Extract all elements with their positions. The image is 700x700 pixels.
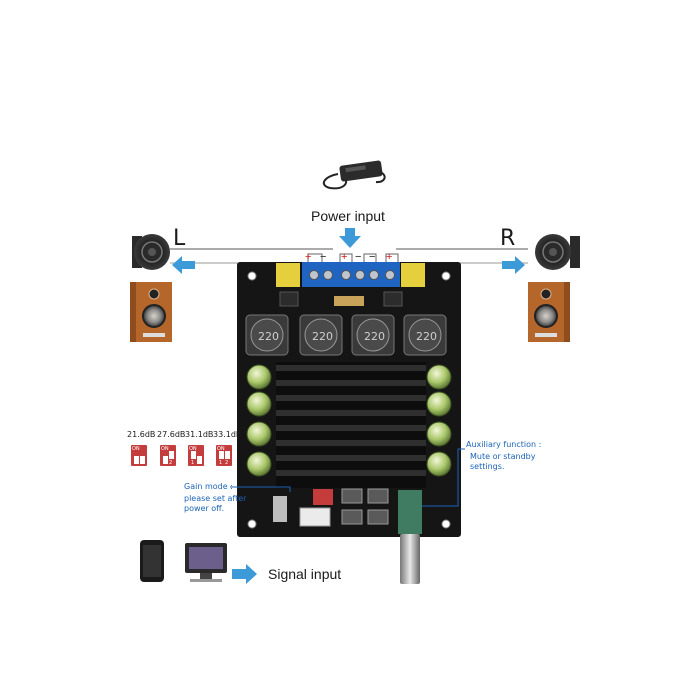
smd-component [341,488,363,504]
terminal-screws [309,270,395,280]
right-film-capacitor [401,263,425,287]
smd-component [367,509,389,525]
volume-potentiometer [398,490,422,534]
right-speaker-driver-icon [535,234,580,270]
inductor-label: 220 [364,330,385,343]
inductors [245,314,447,356]
smartphone-icon [140,540,164,582]
left-film-capacitor [276,263,300,287]
smd-component [367,488,389,504]
polarity-plus: + [386,251,393,263]
right-cabinet-speaker-icon [528,282,570,342]
gain-mode-desc-2: power off. [184,504,225,513]
dip-on-label: ON [132,446,140,452]
amplifier-board: 220 220 220 220 [237,262,461,537]
gain-dip-switch: ON 1 2 [160,445,176,466]
dip-toggle [140,456,145,464]
volume-knob[interactable] [400,534,420,584]
right-ic-chip [383,291,403,307]
right-channel-label: R [500,226,516,251]
inductor-label: 220 [416,330,437,343]
polarity-minus: − [369,251,376,263]
dip-on-label: ON [161,446,169,452]
polarity-minus: − [320,251,327,263]
dip-toggle [134,456,139,464]
dip-switch-number: 1 [163,460,167,466]
gain-dip-switch: ON 1 2 [216,445,232,466]
inductor-label: 220 [312,330,333,343]
gain-mode-desc-1: please set after [184,494,247,503]
gain-mode-title: Gain mode : [184,482,233,491]
dip-on-label: ON [189,446,197,452]
dip-switch-number: 1 [191,460,195,466]
onboard-gain-dip [313,489,333,505]
aux-function-desc-1: Mute or standby [470,452,536,461]
callout-lines [230,448,465,507]
gain-option-db: 27.6dB [157,430,186,439]
dip-toggle [169,451,174,459]
power-input-label: Power input [311,208,385,224]
polarity-plus: + [341,251,348,263]
dip-toggle [219,451,224,459]
aux-function-title: Auxiliary function : [466,440,542,449]
power-arrow-icon [339,228,361,248]
power-adapter-icon [322,160,386,190]
dip-switch-number: 2 [169,460,173,466]
white-header-connector [299,507,331,527]
center-chip [334,296,364,306]
dip-switch-number: 2 [140,460,144,466]
left-ic-chip [279,291,299,307]
inductor-label: 220 [258,330,279,343]
gain-dip-switch: ON 1 2 [188,445,204,466]
dip-switch-number: 1 [134,460,138,466]
left-cabinet-speaker-icon [130,282,172,342]
dip-on-label: ON [217,446,225,452]
dip-switch-number: 2 [225,460,229,466]
dip-toggle [191,451,196,459]
smd-component [341,509,363,525]
computer-icon [185,543,227,582]
terminal-leads [307,253,399,262]
left-speaker-driver-icon [132,234,170,270]
left-output-arrow-icon [172,256,195,274]
signal-input-label: Signal input [268,566,342,582]
gain-dip-switch: ON 1 2 [131,445,147,466]
dip-toggle [225,451,230,459]
dip-switch-number: 1 [219,460,223,466]
aux-function-desc-2: settings. [470,462,505,471]
right-output-arrow-icon [502,256,525,274]
polarity-minus: − [355,251,362,263]
gain-option-db: 31.1dB [185,430,214,439]
polarity-plus: + [305,251,312,263]
dip-toggle [197,456,202,464]
electrolytic-capacitors [246,364,452,477]
heatsink [276,362,426,488]
gain-option-db: 33.1dB [213,430,242,439]
dip-switch-number: 2 [197,460,201,466]
left-channel-label: L [173,226,186,251]
input-connector [273,496,287,522]
dip-toggle [163,456,168,464]
gain-option-db: 21.6dB [127,430,156,439]
signal-input-arrow-icon [232,564,257,584]
